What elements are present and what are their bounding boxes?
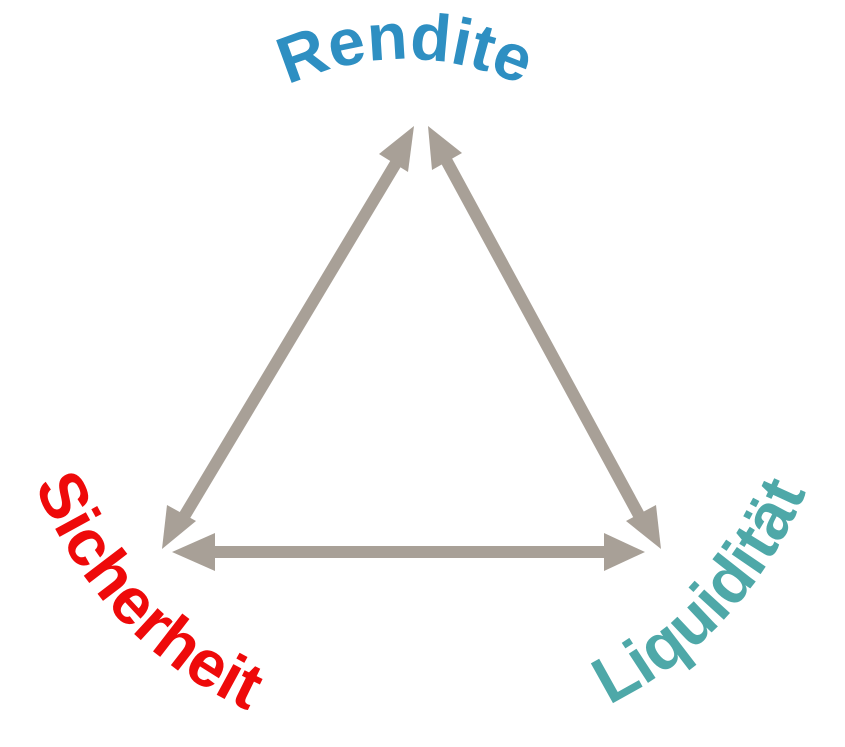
arrow-rendite-liquiditaet [428, 126, 661, 549]
label-rendite: Rendite [267, 0, 544, 98]
arrow-shaft [170, 154, 405, 534]
label-liquiditaet: Liquidität [580, 467, 819, 718]
arrowhead-left [172, 533, 215, 571]
arrow-sicherheit-liquiditaet [172, 533, 645, 571]
label-liquiditaet-text: Liquidität [580, 467, 819, 718]
label-rendite-text: Rendite [267, 0, 544, 98]
arrow-shaft [439, 155, 653, 533]
arrowhead-down [162, 505, 196, 549]
arrowhead-up [379, 126, 414, 172]
arrows [162, 126, 661, 571]
label-sicherheit-text: Sicherheit [21, 460, 274, 724]
label-sicherheit: Sicherheit [21, 460, 274, 724]
arrowhead-up [428, 126, 462, 170]
arrowhead-right [604, 533, 645, 571]
arrow-rendite-sicherheit [162, 126, 414, 549]
arrowhead-down [626, 505, 661, 549]
